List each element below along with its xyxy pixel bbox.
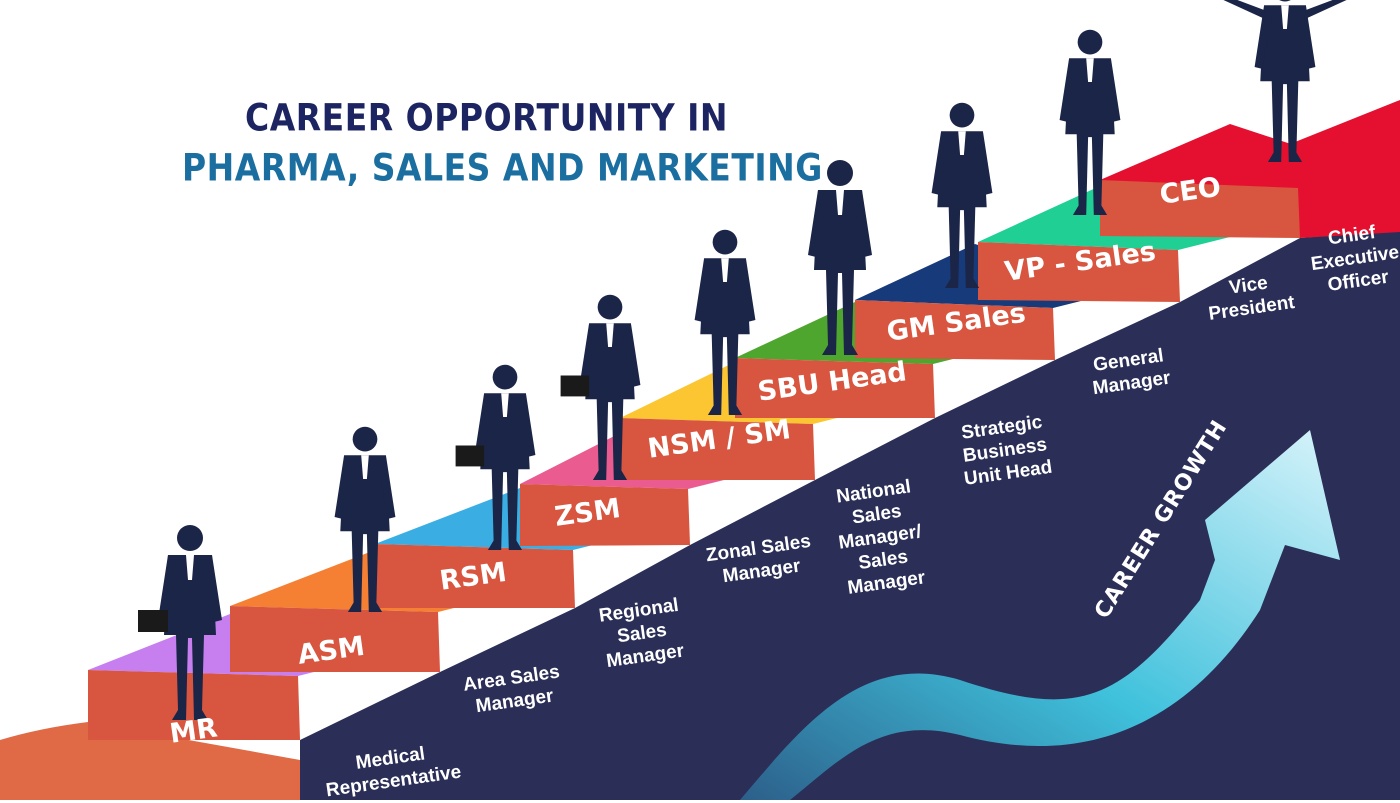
stair-riser: [620, 418, 815, 480]
businessman-silhouette-icon: [931, 102, 993, 288]
stair-riser: [230, 606, 440, 672]
stair-riser: [735, 358, 935, 418]
stair-riser: [978, 242, 1180, 302]
page-title-line-1: CAREER OPPORTUNITY IN: [245, 96, 729, 140]
businessman-silhouette-icon: [1059, 29, 1121, 215]
briefcase-icon: [138, 610, 168, 632]
rising-arrow-icon: [740, 430, 1340, 800]
step-title-label: National Sales Manager/ Sales Manager: [835, 475, 927, 599]
stair-riser: [855, 300, 1055, 360]
ground-slope-shape: [0, 722, 300, 800]
businessman-silhouette-icon: [334, 426, 396, 612]
businessman-silhouette-icon: [808, 160, 872, 355]
briefcase-icon: [455, 445, 485, 467]
stair-riser: [520, 484, 690, 546]
page-title-line-2: PHARMA, SALES AND MARKETING: [182, 146, 823, 190]
briefcase-icon: [560, 375, 590, 397]
step-code-label: MR: [167, 712, 220, 750]
stair-riser: [375, 544, 575, 608]
businessman-figures: [138, 0, 1347, 720]
businessman-silhouette-icon: [138, 525, 222, 720]
businessman-silhouette-icon: [1223, 0, 1347, 162]
stair-wall-shape: [300, 230, 1400, 800]
businessman-silhouette-icon: [455, 364, 536, 550]
stair-treads: [88, 124, 1370, 740]
stair-tread: [1100, 124, 1370, 188]
businessman-silhouette-icon: [694, 229, 756, 415]
stair-riser: [1100, 180, 1300, 238]
businessman-silhouette-icon: [560, 294, 641, 480]
ground-slope: [0, 722, 300, 800]
rising-arrow-shape: [740, 430, 1340, 800]
